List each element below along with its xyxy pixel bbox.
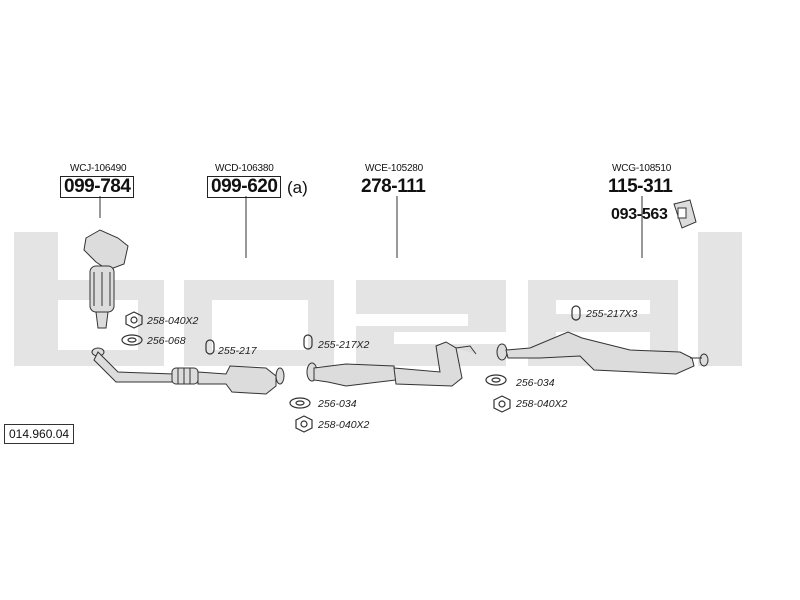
part-number-2-suffix: (a) xyxy=(287,178,308,197)
nut-hole-icon xyxy=(130,316,138,324)
acc-label-gasket-1: 256-068 xyxy=(147,335,186,347)
gasket-icon xyxy=(485,374,507,386)
acc-label-nut-2: 258-040X2 xyxy=(318,419,370,431)
clamp-icon xyxy=(303,334,313,350)
gasket-hole-icon xyxy=(127,337,137,343)
rubber-mount-icon[interactable] xyxy=(673,199,697,229)
part-number-4[interactable]: 115-311 xyxy=(608,176,673,197)
front-pipe-part[interactable] xyxy=(91,347,285,395)
accessory-icons xyxy=(121,305,581,433)
gasket-icon xyxy=(121,334,143,346)
nut-hole-icon xyxy=(300,420,308,428)
bracket-part-number[interactable]: 093-563 xyxy=(611,206,668,223)
part-code-4: WCG-108510 xyxy=(612,163,672,174)
manifold-catalyst-part[interactable] xyxy=(83,229,129,329)
nut-hole-icon xyxy=(498,400,506,408)
part-code-2: WCD-106380 xyxy=(215,163,274,174)
part-code-3: WCE-105280 xyxy=(365,163,424,174)
part-number-2-a: 099 xyxy=(211,176,242,197)
bosal-watermark-logo xyxy=(14,232,742,366)
part-number-1-a: 099 xyxy=(64,176,95,197)
part-number-3[interactable]: 278-111 xyxy=(361,176,426,197)
part-number-1[interactable]: 099-784 xyxy=(60,176,135,198)
part-number-4-b: 311 xyxy=(643,176,673,197)
leader-lines xyxy=(99,196,643,258)
part-number-2-b: 620 xyxy=(247,176,278,197)
part-number-4-a: 115 xyxy=(608,176,638,197)
nut-icon xyxy=(125,311,143,329)
gasket-hole-icon xyxy=(491,377,501,383)
acc-label-clamp-2: 255-217X2 xyxy=(318,339,370,351)
acc-label-gasket-3: 256-034 xyxy=(516,377,555,389)
part-number-3-b: 111 xyxy=(397,176,426,197)
acc-label-nut-3: 258-040X2 xyxy=(516,398,568,410)
part-number-2[interactable]: 099-620 xyxy=(207,176,282,198)
acc-label-clamp-1: 255-217 xyxy=(218,345,257,357)
nut-icon xyxy=(493,395,511,413)
acc-label-clamp-3: 255-217X3 xyxy=(586,308,638,320)
acc-label-gasket-2: 256-034 xyxy=(318,398,357,410)
clamp-icon xyxy=(571,305,581,321)
gasket-icon xyxy=(289,397,311,409)
center-silencer-part[interactable] xyxy=(306,341,477,387)
part-number-3-a: 278 xyxy=(361,176,392,197)
clamp-icon xyxy=(205,339,215,355)
gasket-hole-icon xyxy=(295,400,305,406)
nut-icon xyxy=(295,415,313,433)
part-code-1: WCJ-106490 xyxy=(70,163,127,174)
diagram-reference-number: 014.960.04 xyxy=(4,424,75,444)
part-number-1-b: 784 xyxy=(100,176,131,197)
rear-muffler-part[interactable] xyxy=(496,331,709,375)
acc-label-nut-1: 258-040X2 xyxy=(147,315,199,327)
